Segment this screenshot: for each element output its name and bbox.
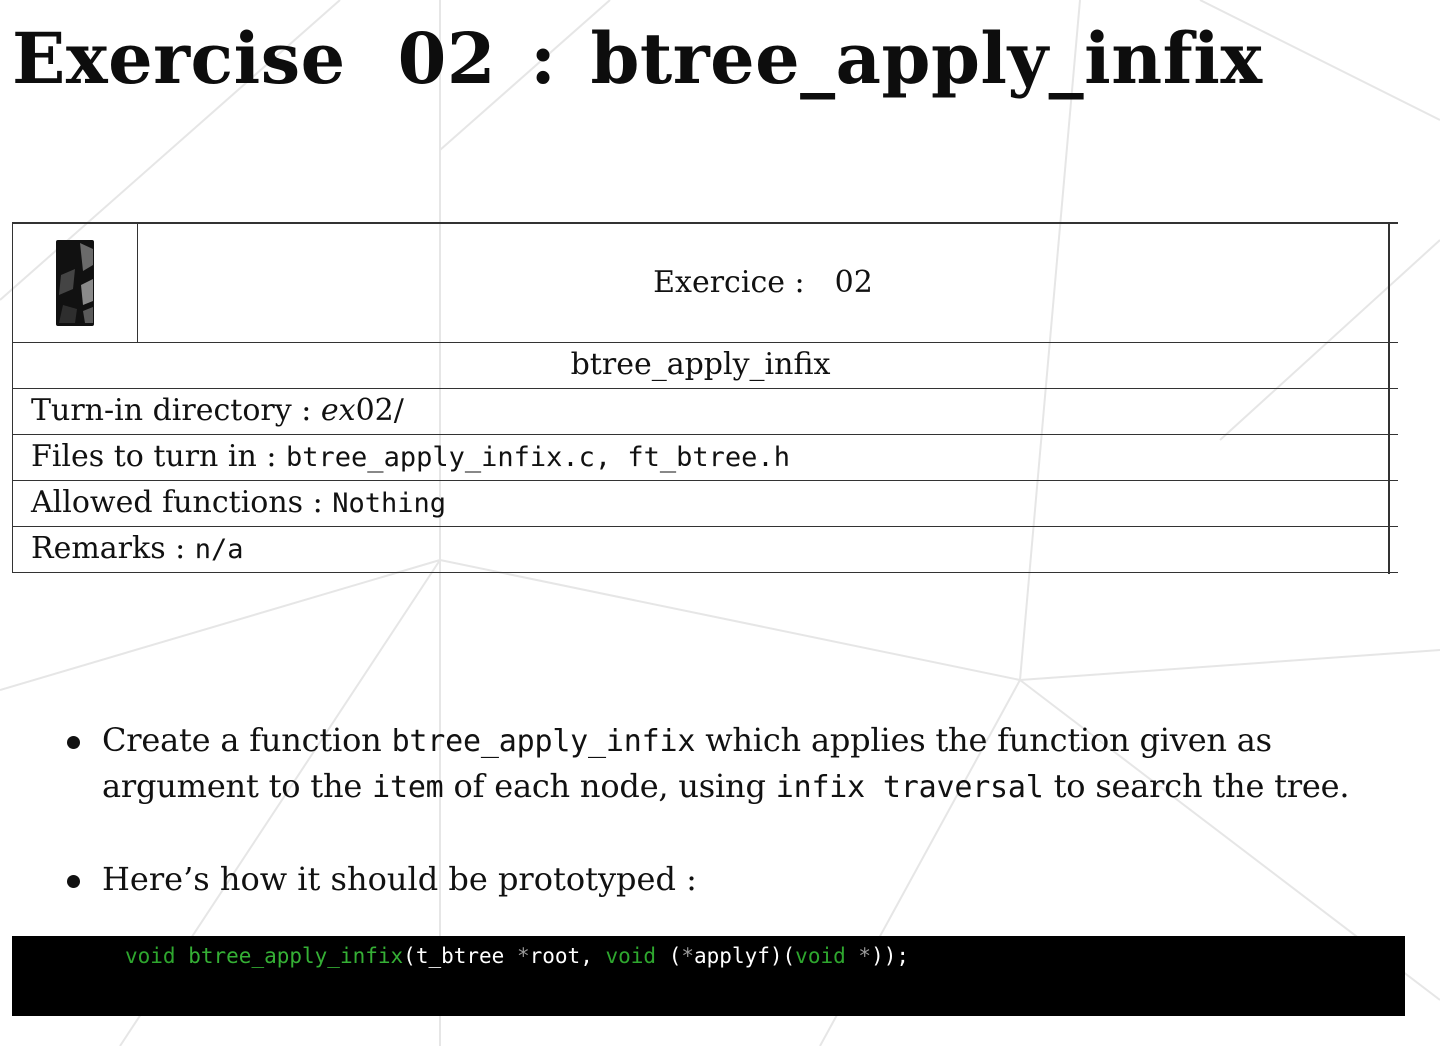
turn-in-value: ex02/ — [321, 393, 404, 428]
title-word: Exercise — [12, 17, 346, 100]
table-header-row: Exercice : 02 — [13, 223, 1398, 342]
remarks-row: Remarks : n/a — [13, 526, 1398, 572]
allowed-label: Allowed functions : — [31, 485, 323, 520]
bullet-1-code-item: item — [372, 770, 444, 805]
code-keyword-void: void — [605, 944, 657, 968]
code-function-name: btree_apply_infix — [188, 944, 404, 968]
instructions-list: Create a function btree_apply_infix whic… — [62, 718, 1402, 901]
exercise-number: 02 — [834, 265, 873, 300]
code-text: root, — [529, 944, 606, 968]
school-logo-icon — [56, 240, 94, 326]
bullet-1-text-c: of each node, using — [453, 767, 766, 805]
bullet-1-text-b: which applies the function given as argu… — [102, 721, 1272, 805]
bullet-1-code-traversal: infix traversal — [775, 770, 1044, 805]
bullet-1-text-d: to search the tree. — [1053, 767, 1350, 805]
bullet-text-1: Create a function btree_apply_infix whic… — [102, 721, 1350, 805]
exercise-label: Exercice : — [653, 265, 805, 300]
code-text: ( — [656, 944, 682, 968]
code-pointer-star: * — [516, 944, 530, 968]
code-text: )); — [871, 944, 909, 968]
title-function-name: btree_apply_infix — [590, 17, 1263, 100]
allowed-functions-row: Allowed functions : Nothing — [13, 480, 1398, 526]
prototype-code-block: void btree_apply_infix(t_btree *root, vo… — [12, 936, 1405, 1016]
page-title: Exercise 02: btree_apply_infix — [12, 14, 1263, 104]
bullet-1-text-a: Create a function — [102, 721, 382, 759]
turn-in-value-italic: ex — [320, 393, 356, 428]
exercise-info-table: Exercice : 02 btree_apply_infix Turn-in … — [12, 221, 1398, 574]
code-pointer-star: * — [681, 944, 695, 968]
turn-in-directory-row: Turn-in directory : ex02/ — [13, 388, 1398, 434]
files-value: btree_apply_infix.c, ft_btree.h — [286, 442, 790, 473]
function-name: btree_apply_infix — [570, 347, 831, 382]
function-name-row: btree_apply_infix — [13, 342, 1398, 388]
remarks-label: Remarks : — [31, 531, 186, 566]
turn-in-value-rest: 02/ — [355, 393, 404, 428]
turn-in-label: Turn-in directory : — [31, 393, 312, 428]
code-text: applyf)( — [694, 944, 796, 968]
bullet-1-code-function: btree_apply_infix — [391, 724, 696, 759]
code-text — [846, 944, 859, 968]
code-pointer-star: * — [858, 944, 872, 968]
title-number: 02 — [397, 17, 497, 100]
table-right-border — [1388, 221, 1390, 574]
remarks-value: n/a — [194, 534, 244, 565]
title-separator: : — [530, 17, 557, 100]
logo-cell — [13, 224, 138, 342]
files-row: Files to turn in : btree_apply_infix.c, … — [13, 434, 1398, 480]
allowed-value: Nothing — [332, 488, 447, 519]
code-text: (t_btree — [403, 944, 517, 968]
bullet-text-2: Here’s how it should be prototyped : — [102, 860, 697, 898]
exercise-cell: Exercice : 02 — [138, 224, 1388, 342]
code-keyword-void: void — [125, 944, 176, 968]
code-keyword-void: void — [795, 944, 846, 968]
list-item: Create a function btree_apply_infix whic… — [62, 718, 1402, 810]
files-label: Files to turn in : — [31, 439, 277, 474]
list-item: Here’s how it should be prototyped : — [62, 857, 1402, 901]
